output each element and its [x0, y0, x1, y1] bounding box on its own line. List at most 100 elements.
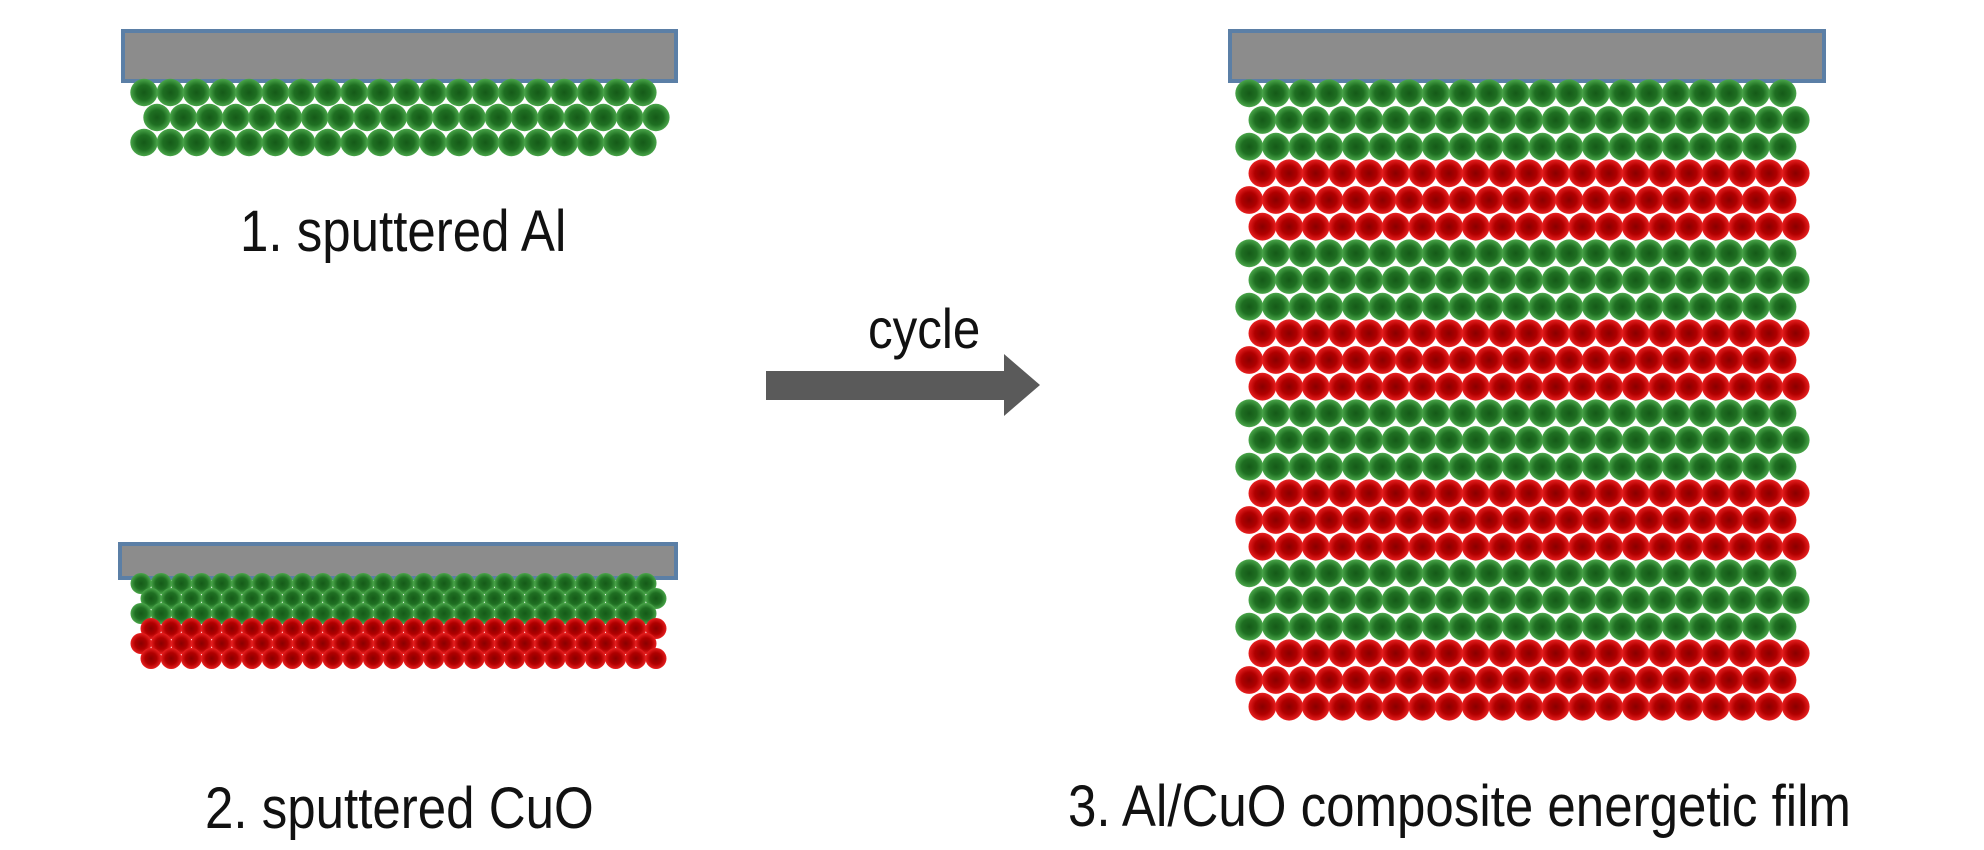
cuo-particle [635, 633, 657, 654]
al-particle [1608, 292, 1637, 321]
cuo-particle [1381, 372, 1410, 401]
cuo-particle [625, 618, 647, 639]
al-particle [1648, 586, 1677, 614]
cuo-particle [1741, 666, 1770, 694]
cuo-particle [1541, 159, 1570, 188]
al-particle [1715, 452, 1744, 481]
cuo-particle [504, 648, 526, 669]
al-particle [1288, 452, 1317, 481]
al-particle [1688, 239, 1717, 268]
cuo-particle [1648, 532, 1677, 561]
al-particle [1475, 612, 1504, 641]
al-particle [1435, 426, 1463, 454]
al-particle [413, 573, 435, 594]
al-particle [1421, 452, 1450, 481]
al-particle [1675, 586, 1703, 614]
substrate-2 [118, 542, 678, 580]
al-particle [1288, 399, 1317, 428]
al-particle [471, 128, 500, 157]
cuo-particle [443, 648, 465, 669]
cuo-particle [1568, 532, 1597, 561]
cuo-particle [1368, 666, 1397, 694]
al-particle [1501, 399, 1530, 428]
cuo-particle [605, 648, 627, 669]
cuo-particle [332, 633, 354, 654]
al-particle [1581, 239, 1610, 268]
al-particle [537, 103, 565, 132]
al-particle [1701, 266, 1730, 294]
al-particle [211, 603, 233, 624]
al-particle [1275, 426, 1303, 454]
cuo-particle [1581, 666, 1610, 694]
cuo-particle [1541, 319, 1570, 348]
al-particle [366, 128, 394, 157]
al-particle [1608, 612, 1637, 641]
cuo-particle [1595, 212, 1623, 241]
al-particle [419, 78, 447, 107]
cuo-particle [1248, 639, 1277, 668]
al-particle [1635, 559, 1664, 588]
al-particle [130, 573, 152, 594]
al-layer [1235, 239, 1810, 321]
cuo-particle [1701, 692, 1730, 721]
cuo-particle [1701, 212, 1730, 241]
al-particle [1235, 239, 1264, 268]
cuo-particle [423, 618, 445, 639]
cuo-particle [201, 618, 223, 639]
cuo-particle [1595, 692, 1623, 721]
cuo-particle [1301, 532, 1330, 561]
al-particle [1715, 132, 1744, 161]
cuo-particle [1648, 639, 1677, 668]
al-particle [1408, 266, 1437, 294]
al-particle [504, 588, 526, 609]
cuo-particle [1461, 319, 1490, 348]
al-particle [1741, 399, 1770, 428]
cuo-particle [1501, 506, 1530, 534]
al-particle [1235, 399, 1264, 428]
cuo-particle [1275, 372, 1303, 401]
al-particle [1648, 106, 1677, 134]
film-stack-2 [130, 573, 667, 669]
al-particle [453, 603, 475, 624]
al-particle [1355, 586, 1383, 614]
cuo-particle [1701, 159, 1730, 188]
al-particle [1328, 266, 1357, 294]
al-particle [642, 103, 670, 132]
al-particle [1395, 292, 1424, 321]
al-particle [1275, 266, 1303, 294]
al-particle [1408, 106, 1437, 134]
al-particle [1581, 292, 1610, 321]
al-particle [494, 603, 516, 624]
cuo-particle [1488, 479, 1517, 508]
al-particle [1635, 292, 1664, 321]
al-particle [312, 573, 334, 594]
cuo-particle [1448, 346, 1477, 374]
al-particle [574, 603, 596, 624]
cuo-particle [140, 648, 162, 669]
cuo-particle [483, 618, 505, 639]
step-3-label: 3. Al/CuO composite energetic film [1068, 774, 1851, 839]
al-particle [524, 588, 546, 609]
cuo-particle [1635, 186, 1664, 214]
al-particle [1701, 106, 1730, 134]
al-particle [1381, 586, 1410, 614]
cuo-particle [271, 633, 293, 654]
cuo-particle [1275, 479, 1303, 508]
al-particle [1421, 79, 1450, 108]
cuo-particle [1648, 319, 1677, 348]
cuo-particle [1635, 666, 1664, 694]
cuo-particle [1488, 159, 1517, 188]
cuo-particle [1435, 532, 1463, 561]
al-particle [1421, 559, 1450, 588]
cuo-particle [1595, 479, 1623, 508]
al-particle [432, 103, 460, 132]
cuo-particle [1635, 506, 1664, 534]
cuo-particle [1342, 666, 1370, 694]
al-particle [1488, 266, 1517, 294]
film-stack-1 [130, 78, 670, 157]
al-particle [261, 588, 283, 609]
al-particle [1608, 399, 1637, 428]
al-particle [1781, 106, 1810, 134]
al-particle [1541, 106, 1570, 134]
cuo-particle [1395, 506, 1424, 534]
